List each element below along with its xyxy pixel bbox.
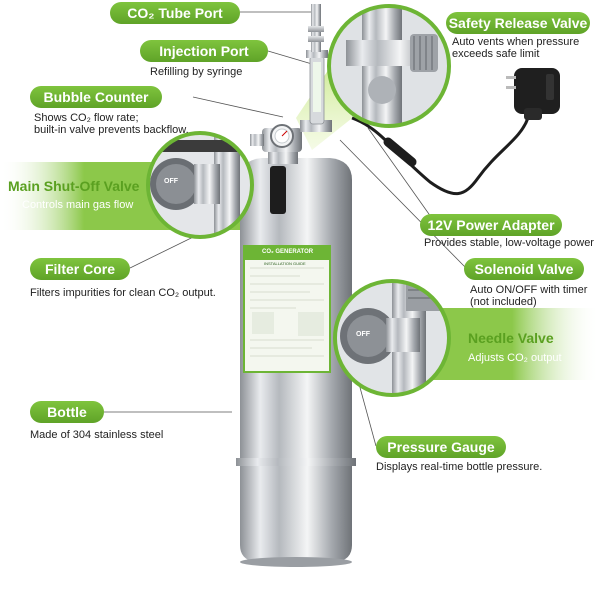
safety-release-desc-1: Auto vents when pressure (452, 36, 580, 48)
pressure-gauge-label: Pressure Gauge (376, 436, 506, 458)
bottle-art (236, 4, 356, 567)
solenoid-valve-desc-2: (not included) (470, 296, 537, 308)
needle-valve-desc: Adjusts CO₂ output (468, 352, 562, 364)
bubble-counter-label: Bubble Counter (30, 86, 162, 108)
injection-port-desc: Refilling by syringe (150, 66, 243, 78)
product-label-subtitle: INSTALLATION GUIDE (264, 261, 306, 266)
needle-valve-knob-text: OFF (356, 331, 370, 338)
bottle-label: Bottle (30, 401, 104, 423)
power-adapter-art (351, 68, 560, 195)
needle-valve-zoom (333, 279, 451, 397)
co2-tube-port-label: CO₂ Tube Port (110, 2, 240, 24)
product-label-title: CO₂ GENERATOR (262, 249, 314, 255)
main-shutoff-zoom (146, 131, 254, 239)
safety-release-desc-2: exceeds safe limit (452, 48, 540, 60)
pressure-gauge-desc: Displays real-time bottle pressure. (376, 461, 543, 473)
solenoid-valve-desc-1: Auto ON/OFF with timer (470, 284, 588, 296)
bottle-desc: Made of 304 stainless steel (30, 429, 164, 441)
main-shutoff-knob-text: OFF (164, 178, 178, 185)
safety-release-label: Safety Release Valve (446, 12, 590, 34)
power-adapter-label: 12V Power Adapter (420, 214, 562, 236)
filter-core-label: Filter Core (30, 258, 130, 280)
power-adapter-desc: Provides stable, low-voltage power (424, 237, 594, 249)
filter-core-desc: Filters impurities for clean CO₂ output. (30, 287, 216, 299)
injection-port-label: Injection Port (140, 40, 268, 62)
bubble-counter-desc-1: Shows CO₂ flow rate; (34, 112, 139, 124)
safety-valve-zoom (327, 4, 451, 128)
solenoid-valve-label: Solenoid Valve (464, 258, 584, 280)
needle-valve-title: Needle Valve (468, 330, 554, 346)
bubble-counter-desc-2: built-in valve prevents backflow. (34, 124, 189, 136)
main-shutoff-title: Main Shut-Off Valve (8, 178, 140, 194)
main-shutoff-desc: Controls main gas flow (22, 199, 134, 211)
